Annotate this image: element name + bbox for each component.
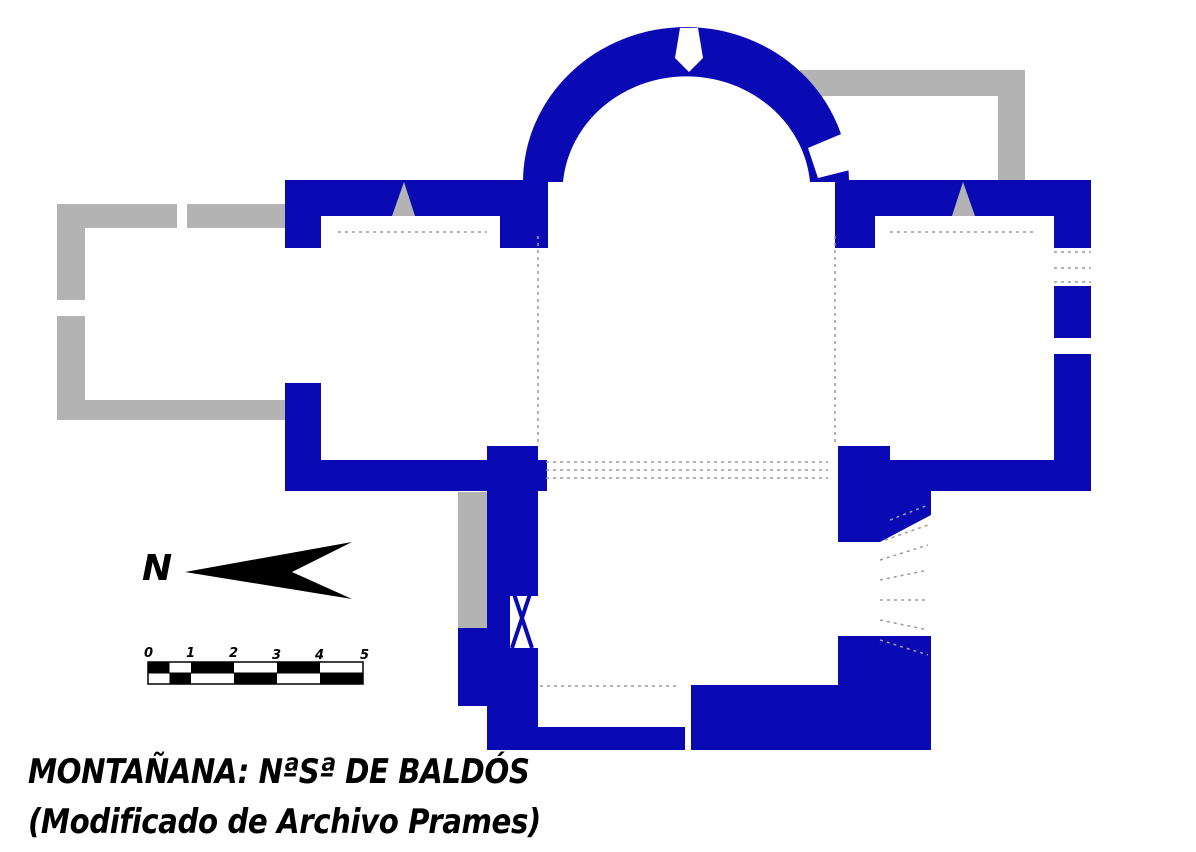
ruin-walls-east <box>800 70 1025 182</box>
walls <box>285 180 1091 750</box>
scale-label-5: 5 <box>360 648 369 663</box>
vault-lines <box>338 231 1091 687</box>
scale-label-2: 2 <box>229 646 238 661</box>
ruin-wall-south <box>458 492 488 628</box>
plan-subtitle: (Modificado de Archivo Prames) <box>28 802 541 842</box>
north-label: N <box>142 548 173 589</box>
ruin-walls-west <box>57 204 287 420</box>
scale-label-4: 4 <box>314 648 324 663</box>
wedge-windows <box>392 182 975 216</box>
scale-label-0: 0 <box>144 646 153 661</box>
scale-bar: 0 1 2 3 4 5 <box>144 646 369 685</box>
door-cross <box>510 584 534 652</box>
north-arrow <box>185 542 352 599</box>
apse-wall <box>523 27 849 182</box>
apse-door-gap <box>808 132 858 178</box>
scale-label-3: 3 <box>272 648 281 663</box>
plan-title: MONTAÑANA: NªSª DE BALDÓS <box>28 752 530 792</box>
apse-window <box>675 28 703 72</box>
scale-label-1: 1 <box>186 646 195 661</box>
